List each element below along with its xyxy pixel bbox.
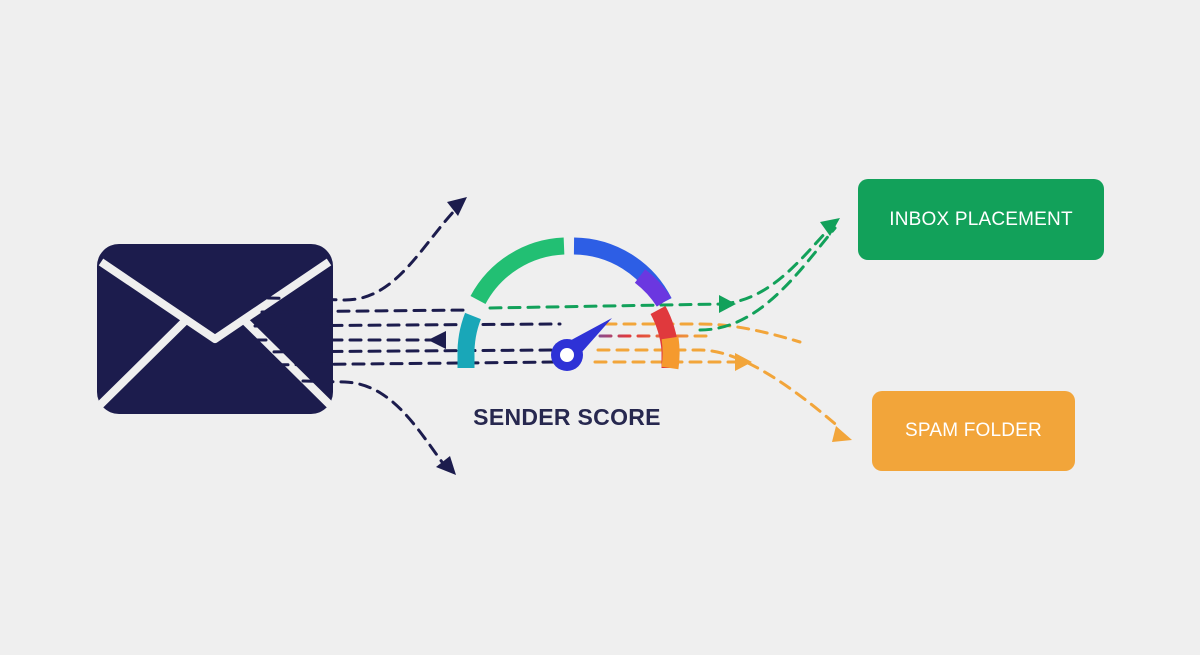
inbox-placement-box: INBOX PLACEMENT	[858, 179, 1104, 260]
arrow-right-orange-icon	[735, 353, 752, 371]
arrow-up-right-icon	[820, 218, 840, 236]
outgoing-arrow-heads	[428, 197, 467, 475]
envelope-icon	[97, 244, 333, 414]
arrow-down-left-icon	[436, 456, 456, 475]
outgoing-email-streams	[253, 208, 562, 464]
speedometer-gauge-icon	[457, 237, 680, 370]
spam-folder-box: SPAM FOLDER	[872, 391, 1075, 471]
arrow-down-right-icon	[832, 426, 852, 442]
sender-score-label: SENDER SCORE	[473, 404, 661, 430]
arrow-up-left-icon	[447, 197, 467, 216]
destination-arrow-heads	[719, 218, 852, 442]
arrow-back-icon	[428, 331, 446, 349]
arrow-right-green-icon	[719, 295, 736, 313]
gauge-needle	[551, 318, 612, 371]
gauge-flow-streams	[488, 226, 842, 430]
